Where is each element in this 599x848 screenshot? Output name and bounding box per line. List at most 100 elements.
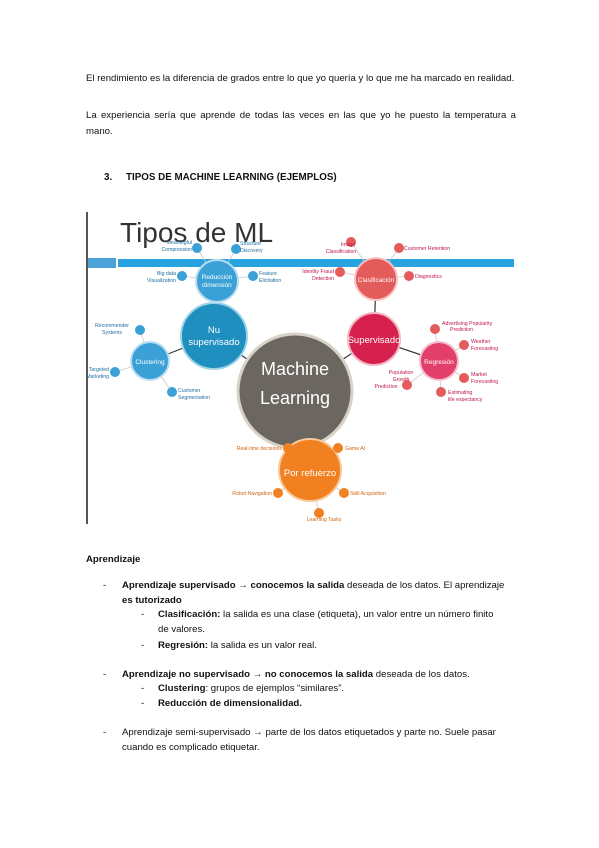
- leaf-learning-tasks: Learning Tasks: [307, 517, 342, 523]
- leaf-bigdata-1: Big data: [157, 271, 176, 277]
- leaf-retention: Customer Retention: [404, 246, 450, 252]
- list-dash: -: [103, 727, 107, 738]
- paragraph-rendimiento: El rendimiento es la diferencia de grado…: [86, 73, 515, 84]
- item1-b3: es tutorizado: [122, 595, 182, 606]
- leaf-structure-1: Structure: [240, 241, 261, 247]
- item2-t: deseada de los datos.: [373, 669, 470, 680]
- label-supervisado: Supervisado: [348, 335, 401, 346]
- list-dash: -: [103, 580, 107, 591]
- item3-t2: parte de los datos etiquetados y parte n…: [265, 727, 496, 738]
- diagram-left-border: [86, 212, 88, 524]
- list-dash: -: [141, 640, 145, 651]
- label-nu-1: Nu: [208, 325, 220, 336]
- item1a-t2: de valores.: [158, 624, 205, 635]
- leaf-fraud-1: Identity Fraud: [302, 269, 334, 275]
- section-heading: 3. TIPOS DE MACHINE LEARNING (EJEMPLOS): [104, 172, 337, 183]
- subheading-aprendizaje: Aprendizaje: [86, 554, 141, 565]
- node-regresion: [419, 341, 459, 381]
- item3-t1: Aprendizaje semi-supervisado: [122, 727, 251, 738]
- list-item-reduccion: Reducción de dimensionalidad.: [158, 696, 302, 711]
- section-number: 3.: [104, 172, 113, 183]
- item1-t1: deseada de los datos. El aprendizaje: [344, 580, 505, 591]
- list-item-clustering: Clustering: grupos de ejemplos “similare…: [158, 681, 344, 696]
- diagram-title-bar-accent: [88, 258, 116, 268]
- node-clustering: [130, 341, 170, 381]
- item2-b1: Aprendizaje no supervisado: [122, 669, 250, 680]
- leaf-market-1: Market: [471, 372, 487, 378]
- label-reduccion-1: Reducción: [202, 274, 233, 281]
- center-label-1: Machine: [261, 359, 329, 379]
- leaf-targeted-1: Targeted: [89, 367, 109, 373]
- leaf-pop-2: Growth: [393, 377, 410, 383]
- paragraph-experiencia: La experiencia sería que aprende de toda…: [86, 110, 516, 137]
- leaf-bigdata-2: Visualization: [147, 278, 176, 284]
- item1-arrow: →: [235, 580, 251, 591]
- diagram-title-bar: [118, 259, 514, 267]
- diagram-title: Tipos de ML: [120, 217, 273, 248]
- list-item-regresion: Regresión: la salida es un valor real.: [158, 638, 317, 653]
- item1a-t1: la salida es una clase (etiqueta), un va…: [220, 609, 494, 620]
- leaf-structure-2: Discovery: [240, 248, 263, 254]
- node-supervisado: [347, 312, 401, 366]
- item1b-t: la salida es un valor real.: [208, 640, 317, 651]
- list-item-no-supervisado: Aprendizaje no supervisado → no conocemo…: [122, 667, 470, 682]
- leaf-weather-1: Weather: [471, 339, 491, 345]
- leaf-pop-3: Prediction: [374, 384, 397, 390]
- leaf-adv-2: Prediction: [450, 327, 473, 333]
- list-item-supervisado: Aprendizaje supervisado → conocemos la s…: [122, 578, 517, 608]
- leaf-fraud-2: Detection: [312, 276, 334, 282]
- node-refuerzo: [278, 438, 342, 502]
- leaf-realtime: Real-time decisions: [237, 446, 283, 452]
- leaf-diagnostics: Diagnostics: [415, 274, 442, 280]
- item1a-b: Clasificación:: [158, 609, 221, 620]
- center-label-2: Learning: [260, 388, 330, 408]
- label-reduccion-2: dimensión: [202, 282, 232, 289]
- leaf-feature-1: Feature: [259, 271, 277, 277]
- label-regresion: Regresión: [424, 359, 454, 366]
- item1-b1: Aprendizaje supervisado: [122, 580, 236, 591]
- node-reduccion: [195, 259, 239, 303]
- list-item-semi-supervisado: Aprendizaje semi-supervisado → parte de …: [122, 725, 517, 755]
- leaf-meaningful-2: Compression: [161, 247, 192, 253]
- leaf-life-1: Estimating: [448, 390, 472, 396]
- leaf-image-1: Image: [341, 242, 356, 248]
- item3-arrow: →: [250, 727, 266, 738]
- leaf-life-2: life expectancy: [448, 397, 483, 403]
- list-dash: -: [141, 683, 145, 694]
- list-item-clasificacion: Clasificación: la salida es una clase (e…: [158, 607, 518, 637]
- item2-arrow: →: [249, 669, 265, 680]
- label-clasificacion: Clasificación: [358, 277, 395, 284]
- list-dash: -: [141, 609, 145, 620]
- leaf-recommender-1: Recommender: [95, 323, 129, 329]
- label-clustering: Clustering: [135, 359, 165, 366]
- leaf-image-2: Classification: [326, 249, 357, 255]
- leaf-weather-2: Forecasting: [471, 346, 498, 352]
- item1b-b: Regresión:: [158, 640, 209, 651]
- section-title: TIPOS DE MACHINE LEARNING (EJEMPLOS): [126, 172, 337, 183]
- item2a-b: Clustering: [158, 683, 206, 694]
- node-clasificacion: [354, 257, 398, 301]
- list-dash: -: [141, 698, 145, 709]
- leaf-robot: Robot Navigation: [232, 491, 272, 497]
- item2a-t: : grupos de ejemplos “similares”.: [205, 683, 345, 694]
- label-nu-2: supervisado: [188, 337, 239, 348]
- ml-types-diagram: Tipos de ML Machine Learning Supervisado…: [86, 212, 514, 524]
- leaf-targeted-2: Marketing: [86, 374, 109, 380]
- leaf-gameai: Game AI: [345, 446, 365, 452]
- leaf-adv-1: Advertising Popularity: [442, 321, 493, 327]
- label-refuerzo: Por refuerzo: [284, 468, 336, 479]
- item2b-b: Reducción de dimensionalidad.: [158, 698, 302, 709]
- leaf-feature-2: Elicitation: [259, 278, 281, 284]
- leaf-customer-seg-2: Segmentation: [178, 395, 210, 401]
- leaf-recommender-2: Systems: [102, 330, 122, 336]
- leaf-customer-seg-1: Customer: [178, 388, 201, 394]
- leaf-meaningful-1: Meaningful: [167, 240, 192, 246]
- leaf-pop-1: Population: [389, 370, 414, 376]
- node-no-supervisado: [180, 302, 248, 370]
- list-dash: -: [103, 669, 107, 680]
- leaf-market-2: Forecasting: [471, 379, 498, 385]
- item2-b2: no conocemos la salida: [264, 669, 374, 680]
- item1-b2: conocemos la salida: [250, 580, 345, 591]
- item3-t3: cuando es complicado etiquetar.: [122, 742, 260, 753]
- leaf-skill: Skill Acquisition: [350, 491, 386, 497]
